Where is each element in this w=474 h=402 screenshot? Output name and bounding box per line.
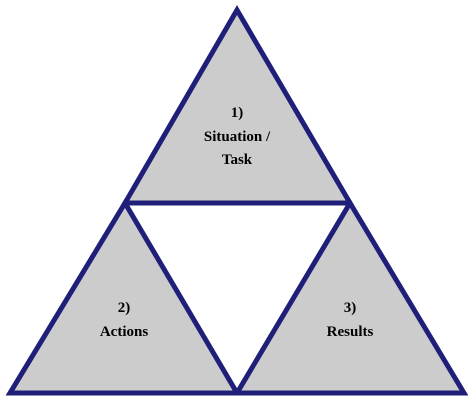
results-label: Results <box>327 324 374 340</box>
situation-task-number: 1) <box>231 105 244 121</box>
actions-number: 2) <box>118 300 131 316</box>
results-triangle <box>232 198 469 396</box>
results-number: 3) <box>344 300 357 316</box>
actions-label: Actions <box>100 324 148 340</box>
situation-task-triangle <box>120 5 355 206</box>
situation-task-label-line1: Situation / <box>204 129 271 145</box>
situation-task-label-line2: Task <box>222 152 253 168</box>
actions-triangle <box>5 198 242 396</box>
